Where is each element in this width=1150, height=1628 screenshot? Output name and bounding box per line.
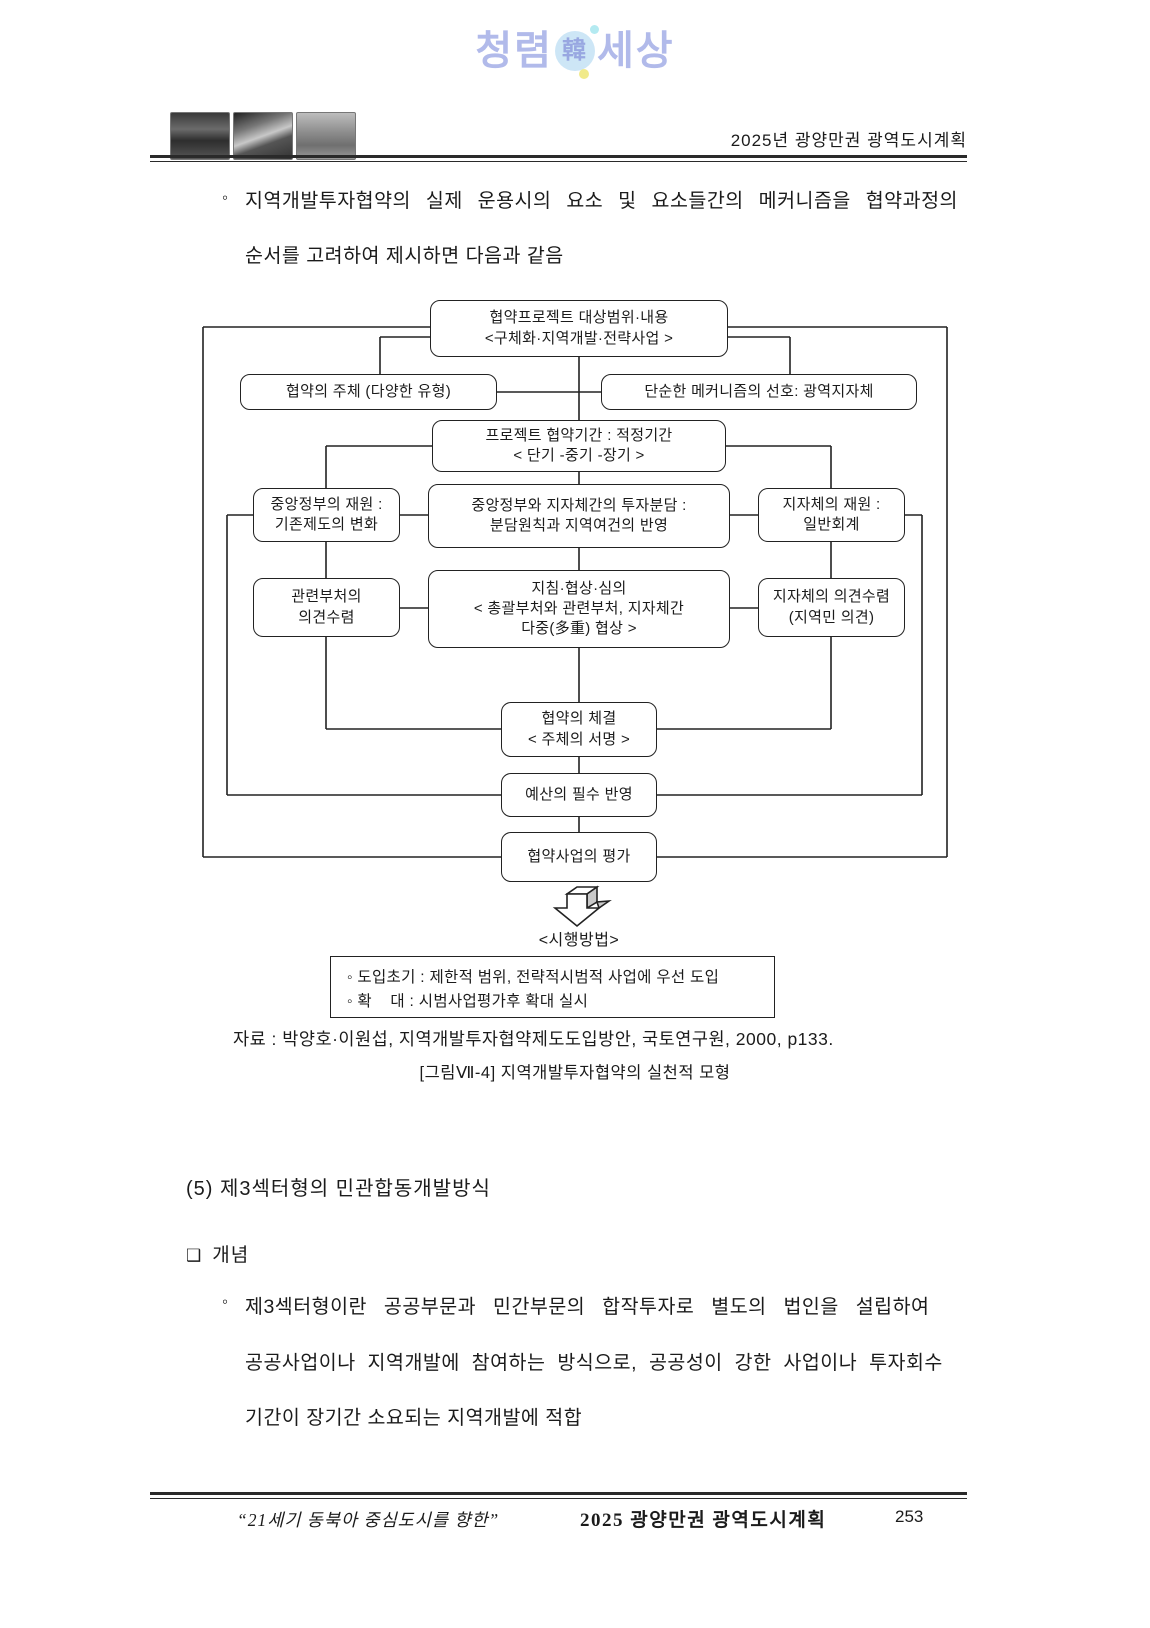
subsection-heading-text: 개념 bbox=[212, 1245, 250, 1266]
watermark-yellow-dot-icon bbox=[579, 69, 589, 79]
box-investment-share-line2: 분담원칙과 지역여건의 반영 bbox=[489, 517, 669, 534]
box-local-opinion-line2: (지역민 의견) bbox=[788, 608, 875, 626]
box-agreement-signing-line1: 협약의 체결 bbox=[541, 710, 617, 728]
box-agreement-subject-line1: 협약의 주체 (다양한 유형) bbox=[286, 382, 451, 400]
intro-bullet: ◦ bbox=[222, 188, 229, 207]
box-project-scope-line1: 협약프로젝트 대상범위·내용 bbox=[489, 309, 669, 327]
page-number: 253 bbox=[895, 1507, 924, 1526]
box-budget-reflection: 예산의 필수 반영 bbox=[501, 773, 657, 817]
box-project-period-line2: < 단기 -중기 -장기 > bbox=[513, 447, 645, 464]
box-central-fund: 중앙정부의 재원 : 기존제도의 변화 bbox=[253, 488, 400, 542]
watermark-circle-char: 韓 bbox=[562, 37, 588, 64]
header-photo-strip bbox=[170, 112, 356, 160]
box-project-scope: 협약프로젝트 대상범위·내용 <구체화·지역개발·전략사업 > bbox=[430, 300, 728, 357]
figure-source: 자료 : 박양호·이원섭, 지역개발투자협약제도도입방안, 국토연구원, 200… bbox=[233, 1029, 834, 1049]
box-guideline-negotiation: 지침·협상·심의 < 총괄부처와 관련부처, 지자체간 다중(多重) 협상 > bbox=[428, 570, 730, 648]
box-related-ministry-opinion-line2: 의견수렴 bbox=[298, 608, 355, 626]
square-bullet-icon: ❑ bbox=[186, 1246, 203, 1265]
box-central-fund-line2: 기존제도의 변화 bbox=[274, 516, 379, 533]
body-line-2: 공공사업이나 지역개발에 참여하는 방식으로, 공공성이 강한 사업이나 투자회… bbox=[245, 1352, 943, 1374]
box-local-opinion-line1: 지자체의 의견수렴 bbox=[772, 588, 891, 606]
section-heading: (5) 제3섹터형의 민관합동개발방식 bbox=[186, 1178, 491, 1200]
footer-slogan: “21세기 동북아 중심도시를 향한” bbox=[237, 1510, 500, 1530]
box-related-ministry-opinion: 관련부처의 의견수렴 bbox=[253, 578, 400, 637]
box-investment-share-line1: 중앙정부와 지자체간의 투자분담 : bbox=[471, 496, 687, 514]
intro-line-1: 지역개발투자협약의 실제 운용시의 요소 및 요소들간의 메커니즘을 협약과정의 bbox=[245, 190, 958, 212]
box-project-evaluation: 협약사업의 평가 bbox=[501, 832, 657, 882]
box-budget-reflection-line1: 예산의 필수 반영 bbox=[525, 785, 633, 803]
implementation-method-label: <시행방법> bbox=[538, 932, 620, 949]
figure-caption: [그림Ⅶ-4] 지역개발투자협약의 실천적 모형 bbox=[419, 1064, 731, 1082]
footer: “21세기 동북아 중심도시를 향한” 2025 광양만권 광역도시계획 253 bbox=[150, 1505, 967, 1535]
body-line-3: 기간이 장기간 소요되는 지역개발에 적합 bbox=[245, 1407, 583, 1429]
header-photo-sunset bbox=[170, 112, 230, 160]
watermark-circle-seal-icon: 韓 bbox=[555, 25, 599, 79]
box-guideline-negotiation-line3: 다중(多重) 협상 > bbox=[521, 620, 637, 638]
box-guideline-negotiation-line1: 지침·협상·심의 bbox=[531, 579, 627, 597]
watermark-cyan-dot-icon bbox=[590, 25, 599, 34]
header-rule bbox=[150, 155, 967, 162]
box-project-period-line1: 프로젝트 협약기간 : 적정기간 bbox=[485, 426, 673, 444]
box-simple-mechanism: 단순한 메커니즘의 선호: 광역지자체 bbox=[601, 374, 917, 410]
body-line-1: 제3섹터형이란 공공부문과 민간부문의 합작투자로 별도의 법인을 설립하여 bbox=[245, 1296, 930, 1318]
box-agreement-signing-line2: < 주체의 서명 > bbox=[527, 730, 631, 748]
body-bullet: ◦ bbox=[222, 1292, 229, 1311]
box-related-ministry-opinion-line1: 관련부처의 bbox=[291, 588, 362, 606]
box-simple-mechanism-line1: 단순한 메커니즘의 선호: 광역지자체 bbox=[644, 382, 874, 400]
header-photo-river bbox=[233, 112, 293, 160]
header-photo-city bbox=[296, 112, 356, 160]
subsection-heading: ❑ 개념 bbox=[186, 1240, 249, 1267]
box-agreement-signing: 협약의 체결 < 주체의 서명 > bbox=[501, 702, 657, 757]
watermark-text-right: 세상 bbox=[597, 29, 675, 73]
box-project-scope-line2: <구체화·지역개발·전략사업 > bbox=[484, 329, 674, 347]
watermark-logo: 청렴 韓 세상 bbox=[0, 18, 1150, 79]
footer-plan-title: 2025 광양만권 광역도시계획 bbox=[580, 1510, 827, 1531]
note-line-1: ◦ 도입초기 : 제한적 범위, 전략적시범적 사업에 우선 도입 bbox=[347, 969, 720, 986]
box-investment-share: 중앙정부와 지자체간의 투자분담 : 분담원칙과 지역여건의 반영 bbox=[428, 484, 730, 548]
down-arrow-3d-icon bbox=[539, 884, 619, 939]
box-project-period: 프로젝트 협약기간 : 적정기간 < 단기 -중기 -장기 > bbox=[432, 420, 726, 472]
footer-rule bbox=[150, 1492, 967, 1499]
note-line-2: ◦ 확 대 : 시범사업평가후 확대 실시 bbox=[347, 993, 589, 1011]
watermark-text-left: 청렴 bbox=[475, 29, 553, 73]
box-guideline-negotiation-line2: < 총괄부처와 관련부처, 지자체간 bbox=[473, 599, 685, 617]
box-local-opinion: 지자체의 의견수렴 (지역민 의견) bbox=[758, 578, 905, 637]
box-local-fund: 지자체의 재원 : 일반회계 bbox=[758, 488, 905, 542]
box-project-evaluation-line1: 협약사업의 평가 bbox=[527, 847, 631, 865]
box-local-fund-line2: 일반회계 bbox=[803, 516, 860, 533]
box-local-fund-line1: 지자체의 재원 : bbox=[782, 495, 881, 513]
intro-line-2: 순서를 고려하여 제시하면 다음과 같음 bbox=[245, 245, 564, 267]
implementation-note-box: ◦ 도입초기 : 제한적 범위, 전략적시범적 사업에 우선 도입 ◦ 확 대 … bbox=[330, 956, 775, 1018]
box-agreement-subject: 협약의 주체 (다양한 유형) bbox=[240, 374, 497, 410]
header-title: 2025년 광양만권 광역도시계획 bbox=[730, 131, 967, 150]
box-central-fund-line1: 중앙정부의 재원 : bbox=[270, 495, 383, 513]
